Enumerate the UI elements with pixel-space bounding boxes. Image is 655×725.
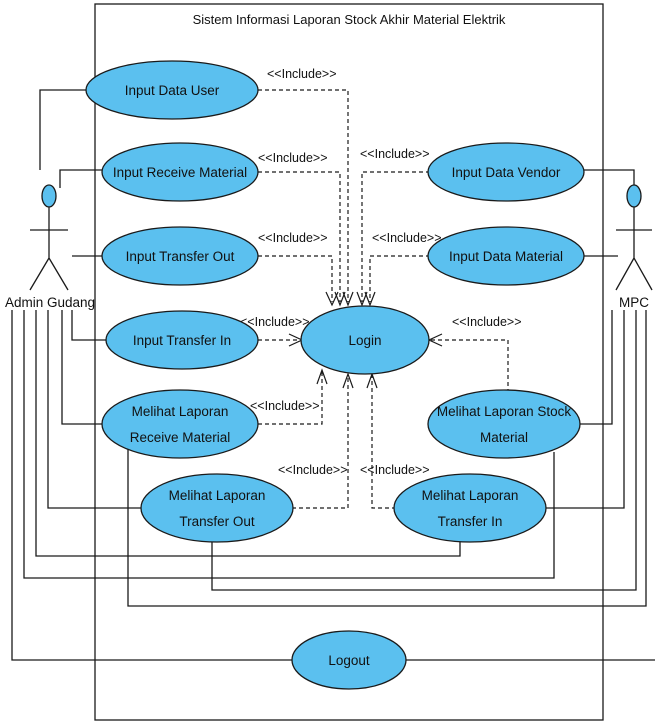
actor-body-icon <box>29 207 69 291</box>
include-label: <<Include>> <box>258 231 328 245</box>
assoc-admin-input-receive <box>59 169 108 188</box>
include-line-melihat-transfer-in <box>371 376 396 509</box>
associations <box>11 89 655 661</box>
arrowhead-icon <box>364 291 376 307</box>
use-case-input-transfer-out: Input Transfer Out <box>101 226 259 286</box>
actor-head-icon <box>626 184 642 208</box>
actor-admin-gudang: Admin Gudang <box>5 184 95 310</box>
svg-text:Melihat Laporan Stock: Melihat Laporan Stock <box>437 404 572 419</box>
use-case-melihat-laporan-stock-material: Melihat Laporan Stock Material <box>427 389 581 459</box>
include-label: <<Include>> <box>278 463 348 477</box>
assoc-admin-melihat-stock <box>23 310 555 579</box>
include-line-input-vendor <box>361 171 430 302</box>
assoc-admin-input-transfer-in <box>71 310 108 341</box>
actor-head-icon <box>41 184 57 208</box>
use-case-melihat-laporan-receive-material: Melihat Laporan Receive Material <box>101 389 259 459</box>
use-case-input-receive-material: Input Receive Material <box>101 142 259 202</box>
use-case-melihat-laporan-transfer-in: Melihat Laporan Transfer In <box>393 473 547 543</box>
assoc-mpc-melihat-stock <box>578 310 613 425</box>
arrowhead-icon <box>342 291 354 307</box>
svg-text:Transfer Out: Transfer Out <box>179 514 255 529</box>
svg-text:Input Data Material: Input Data Material <box>449 249 563 264</box>
system-title: Sistem Informasi Laporan Stock Akhir Mat… <box>193 12 506 27</box>
svg-text:Input Data User: Input Data User <box>125 83 220 98</box>
include-label: <<Include>> <box>240 315 310 329</box>
svg-text:Material: Material <box>480 430 528 445</box>
svg-text:Transfer In: Transfer In <box>438 514 503 529</box>
assoc-mpc-melihat-transfer-in <box>546 310 625 509</box>
svg-text:Login: Login <box>348 333 381 348</box>
include-line-melihat-stock <box>430 339 509 400</box>
use-case-login: Login <box>300 305 430 375</box>
include-label: <<Include>> <box>452 315 522 329</box>
svg-text:Input Data Vendor: Input Data Vendor <box>452 165 561 180</box>
assoc-admin-input-data-user <box>39 89 108 170</box>
use-case-logout: Logout <box>291 630 407 690</box>
actor-body-icon <box>615 207 653 291</box>
include-line-input-material <box>369 255 430 302</box>
include-label: <<Include>> <box>267 67 337 81</box>
use-case-melihat-laporan-transfer-out: Melihat Laporan Transfer Out <box>140 473 294 543</box>
assoc-admin-logout <box>11 310 292 661</box>
arrowhead-icon <box>316 368 328 385</box>
include-label: <<Include>> <box>372 231 442 245</box>
use-case-input-transfer-in: Input Transfer In <box>105 310 259 370</box>
arrowhead-icon <box>342 372 354 389</box>
assoc-mpc-melihat-transfer-out <box>211 310 637 591</box>
svg-text:Receive Material: Receive Material <box>130 430 231 445</box>
include-line-input-receive <box>258 171 341 302</box>
include-label: <<Include>> <box>250 399 320 413</box>
svg-text:Input Receive Material: Input Receive Material <box>113 165 247 180</box>
use-case-input-data-material: Input Data Material <box>427 226 585 286</box>
include-line-melihat-receive <box>258 372 323 425</box>
include-label: <<Include>> <box>258 151 328 165</box>
assoc-mpc-input-vendor <box>583 169 635 188</box>
actor-mpc: MPC <box>615 184 653 310</box>
arrowhead-icon <box>334 291 346 307</box>
use-case-input-data-user: Input Data User <box>85 60 259 120</box>
include-labels: <<Include>> <<Include>> <<Include>> <<In… <box>240 67 522 477</box>
assoc-admin-melihat-receive <box>61 310 110 425</box>
svg-text:Input Transfer In: Input Transfer In <box>133 333 231 348</box>
assoc-admin-melihat-transfer-in <box>35 310 461 557</box>
svg-text:Input Transfer Out: Input Transfer Out <box>126 249 235 264</box>
svg-text:Logout: Logout <box>328 653 370 668</box>
system-boundary <box>94 3 604 721</box>
include-line-input-transfer-out <box>258 255 333 302</box>
include-arrowheads <box>288 291 443 389</box>
arrowhead-icon <box>325 291 339 307</box>
actor-label-mpc: MPC <box>619 295 649 310</box>
include-line-input-data-user <box>258 89 349 302</box>
include-relations <box>258 89 509 509</box>
svg-text:Melihat Laporan: Melihat Laporan <box>422 488 519 503</box>
assoc-mpc-melihat-receive <box>127 310 647 607</box>
use-case-input-data-vendor: Input Data Vendor <box>427 142 585 202</box>
svg-text:Melihat Laporan: Melihat Laporan <box>169 488 266 503</box>
include-line-melihat-transfer-out <box>292 376 349 509</box>
assoc-admin-melihat-transfer-out <box>47 310 142 509</box>
svg-text:Melihat Laporan: Melihat Laporan <box>132 404 229 419</box>
include-label: <<Include>> <box>360 147 430 161</box>
arrowhead-icon <box>356 291 368 307</box>
actor-label-admin: Admin Gudang <box>5 295 95 310</box>
include-label: <<Include>> <box>360 463 430 477</box>
